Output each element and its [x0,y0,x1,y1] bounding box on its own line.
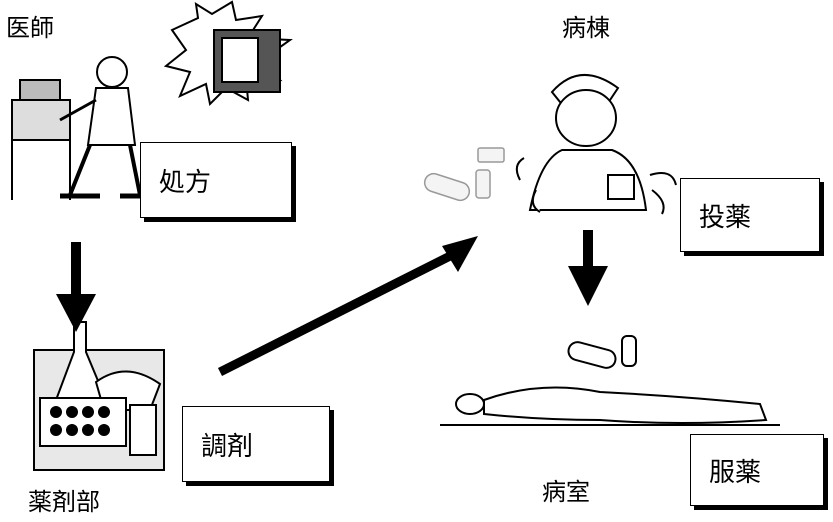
step-take-label: 服薬 [709,457,762,488]
step-administer-box: 投薬 [680,178,820,252]
tv-burst-illustration [163,0,293,107]
patient-illustration [440,335,780,426]
step-dispense-box: 調剤 [182,406,330,482]
step-dispense-label: 調剤 [201,431,254,462]
arrow-pharmacy-to-ward [217,245,465,377]
label-room: 病室 [542,478,590,506]
flow-arrows [56,230,608,377]
step-take-box: 服薬 [690,434,824,506]
arrow-pharmacy-to-ward-head [442,236,478,272]
nurse-illustration [515,74,677,215]
arrow-ward-to-room-head [568,266,608,306]
pills-faint-illustration [423,147,505,202]
step-prescribe-label: 処方 [159,167,212,198]
label-ward: 病棟 [562,14,610,42]
label-pharmacy: 薬剤部 [28,488,100,516]
pharmacy-illustration [33,321,165,471]
doctor-illustration [11,56,160,200]
arrow-doctor-to-pharmacy-head [56,294,96,332]
step-administer-label: 投薬 [699,202,752,233]
label-doctor: 医師 [6,14,54,42]
step-prescribe-box: 処方 [140,142,292,218]
